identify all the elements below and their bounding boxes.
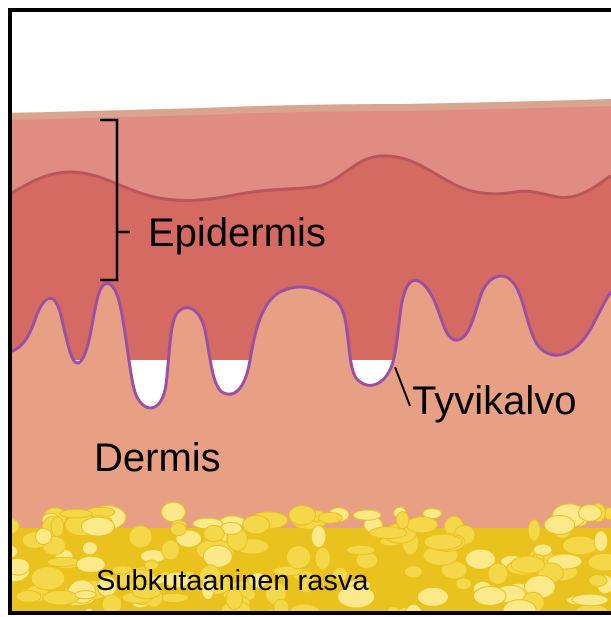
subcutaneous-fat-label: Subkutaaninen rasva xyxy=(96,565,369,597)
fat-lobule xyxy=(563,536,598,555)
fat-lobule xyxy=(51,517,63,537)
fat-lobule xyxy=(60,510,93,518)
fat-lobule xyxy=(129,526,152,548)
fat-lobule xyxy=(594,531,608,552)
fat-lobule xyxy=(47,557,79,566)
fat-lobule xyxy=(162,502,186,522)
fat-lobule xyxy=(417,587,448,606)
fat-lobule xyxy=(204,526,225,542)
fat-lobule xyxy=(82,542,97,555)
fat-lobule xyxy=(318,513,342,524)
fat-lobule xyxy=(162,540,180,560)
fat-lobule xyxy=(31,567,65,590)
fat-lobule xyxy=(404,566,422,578)
fat-lobule xyxy=(81,517,114,536)
fat-lobule xyxy=(36,528,52,544)
fat-lobule xyxy=(579,505,602,522)
fat-lobule xyxy=(353,510,381,520)
fat-lobule xyxy=(406,517,437,533)
fat-lobule xyxy=(397,512,409,529)
fat-lobule xyxy=(243,516,270,534)
fat-lobule xyxy=(511,556,544,573)
epidermis-label: Epidermis xyxy=(148,211,326,255)
fat-lobule xyxy=(75,591,96,599)
fat-lobule xyxy=(488,563,508,584)
fat-lobule xyxy=(171,523,187,536)
fat-lobule xyxy=(572,594,608,606)
fat-lobule xyxy=(589,575,607,587)
fat-lobule xyxy=(528,520,540,541)
fat-lobule xyxy=(370,527,407,539)
fat-lobule xyxy=(347,545,375,554)
fat-lobule xyxy=(43,591,79,605)
fat-lobule xyxy=(456,578,472,590)
dermis-label: Dermis xyxy=(94,436,221,480)
fat-lobule xyxy=(544,516,574,535)
fat-lobule xyxy=(311,526,326,548)
fat-lobule xyxy=(290,604,320,617)
basement-membrane-label: Tyvikalvo xyxy=(412,379,577,423)
fat-lobule xyxy=(289,506,316,525)
fat-lobule xyxy=(16,591,41,603)
fat-lobule xyxy=(424,534,462,550)
fat-lobule xyxy=(474,587,507,606)
